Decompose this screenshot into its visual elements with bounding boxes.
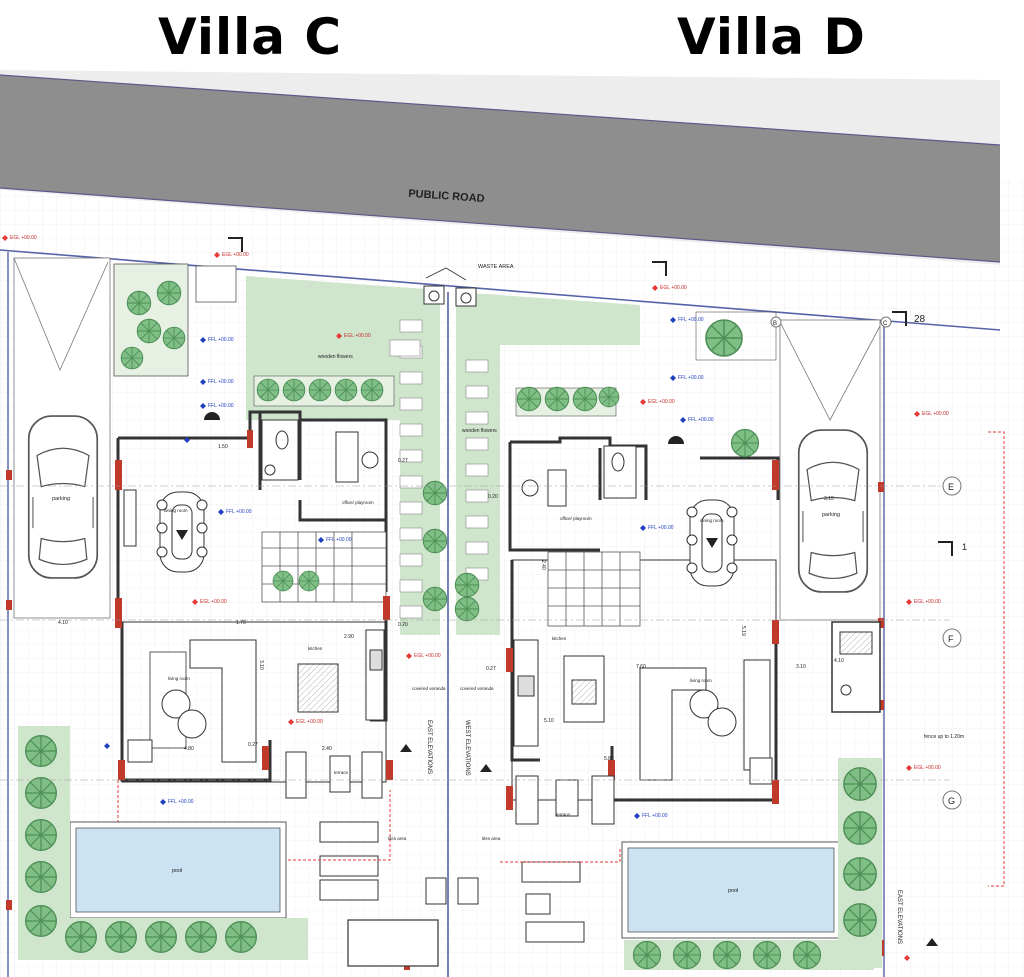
pool-d-label: pool bbox=[728, 888, 738, 894]
villa-d-terrace bbox=[515, 775, 615, 943]
svg-text:FFL +00.00: FFL +00.00 bbox=[208, 379, 234, 385]
svg-text:FFL +00.00: FFL +00.00 bbox=[168, 799, 194, 805]
dim-9: 7.60 bbox=[636, 664, 646, 670]
grid-marker-b: B bbox=[773, 321, 777, 327]
svg-text:EGL +00.00: EGL +00.00 bbox=[660, 285, 687, 291]
svg-text:FFL +00.00: FFL +00.00 bbox=[678, 375, 704, 381]
tiles-d-label: tiles area bbox=[482, 836, 501, 841]
villa-c-title: Villa C bbox=[158, 8, 343, 66]
section-marker-28: 28 bbox=[914, 314, 926, 325]
svg-text:FFL +00.00: FFL +00.00 bbox=[208, 337, 234, 343]
dim-8: 5.80 bbox=[604, 756, 614, 762]
grid-lines bbox=[0, 485, 950, 781]
dim-2: 1.70 bbox=[236, 620, 246, 626]
trees-row-c bbox=[256, 378, 384, 402]
dim-15: 5.10 bbox=[544, 718, 554, 724]
grid-marker-f-label: F bbox=[948, 634, 954, 644]
villa-d-interior bbox=[513, 445, 773, 785]
grid-marker-g bbox=[942, 790, 962, 810]
tiles-c-label: tiles area bbox=[388, 836, 407, 841]
svg-text:EGL +00.00: EGL +00.00 bbox=[914, 765, 941, 771]
dim-19: 1.50 bbox=[218, 444, 228, 450]
dim-4: 3.10 bbox=[258, 660, 264, 670]
dim-10: 3.10 bbox=[796, 664, 806, 670]
property-boundary bbox=[0, 249, 1001, 331]
svg-text:EGL +00.00: EGL +00.00 bbox=[922, 411, 949, 417]
west-elevation-d-label: WEST ELEVATIONS bbox=[464, 720, 470, 776]
wooden-flowers-d-label: wooden flowers bbox=[462, 428, 497, 434]
svg-text:EGL +00.00: EGL +00.00 bbox=[200, 599, 227, 605]
road-label: PUBLIC ROAD bbox=[408, 188, 485, 205]
svg-text:EGL +00.00: EGL +00.00 bbox=[10, 235, 37, 241]
waste-area bbox=[423, 267, 477, 307]
garden-c bbox=[246, 276, 440, 635]
svg-text:FFL +00.00: FFL +00.00 bbox=[648, 525, 674, 531]
east-elevation-right-label: EAST ELEVATIONS bbox=[896, 890, 902, 944]
svg-text:EGL +00.00: EGL +00.00 bbox=[222, 252, 249, 258]
car-d-icon bbox=[797, 429, 869, 593]
dim-13: 0.20 bbox=[398, 622, 408, 628]
east-elevation-c-label: EAST ELEVATIONS bbox=[426, 720, 432, 774]
svg-text:EGL +00.00: EGL +00.00 bbox=[648, 399, 675, 405]
dim-7: 2.40 bbox=[322, 746, 332, 752]
villa-c-interior bbox=[123, 419, 387, 763]
svg-text:FFL +00.00: FFL +00.00 bbox=[642, 813, 668, 819]
living-d-label: living room bbox=[690, 678, 712, 683]
parking-d-label: parking bbox=[822, 512, 840, 518]
grid-marker-c: C bbox=[883, 321, 888, 327]
level-markers-blue: FFL +00.00 FFL +00.00 FFL +00.00 FFL +00… bbox=[104, 317, 714, 819]
dim-1: 4.10 bbox=[58, 620, 68, 626]
svg-text:FFL +00.00: FFL +00.00 bbox=[688, 417, 714, 423]
pool-c-label: pool bbox=[172, 868, 182, 874]
pool-c bbox=[75, 827, 281, 913]
grid-marker-g-label: G bbox=[948, 796, 955, 806]
villa-d-title: Villa D bbox=[677, 8, 866, 66]
parking-c-label: parking bbox=[52, 496, 70, 502]
svg-text:EGL +00.00: EGL +00.00 bbox=[414, 653, 441, 659]
svg-text:FFL +00.00: FFL +00.00 bbox=[326, 537, 352, 543]
dim-16: 2.40 bbox=[540, 560, 546, 570]
dim-3: 2.90 bbox=[344, 634, 354, 640]
covered-d-label: covered veranda bbox=[460, 686, 494, 691]
wooden-flowers-c-label: wooden flowers bbox=[318, 354, 353, 360]
dim-11: 5.19 bbox=[740, 626, 746, 636]
kitchen-c-label: kitchen bbox=[308, 646, 323, 651]
svg-text:FFL +00.00: FFL +00.00 bbox=[678, 317, 704, 323]
svg-text:EGL +00.00: EGL +00.00 bbox=[914, 599, 941, 605]
public-road bbox=[0, 75, 1000, 262]
grid-marker-f bbox=[942, 628, 962, 648]
living-c-label: living room bbox=[168, 676, 190, 681]
terrace-d-label: terrace bbox=[556, 812, 571, 817]
grid-marker-e bbox=[942, 476, 962, 496]
dim-17: 0.20 bbox=[488, 494, 498, 500]
svg-text:EGL +00.00: EGL +00.00 bbox=[296, 719, 323, 725]
dim-20: 0.27 bbox=[248, 742, 258, 748]
dim-5: 4.80 bbox=[184, 746, 194, 752]
dining-d-label: dining room bbox=[700, 518, 724, 523]
office-c-label: office/ playroom bbox=[342, 500, 374, 505]
svg-text:EGL +00.00: EGL +00.00 bbox=[344, 333, 371, 339]
dim-6: 0.27 bbox=[398, 458, 408, 464]
covered-c-label: covered veranda bbox=[412, 686, 446, 691]
office-d-label: office/ playroom bbox=[560, 516, 592, 521]
dining-c-label: dining room bbox=[164, 508, 188, 513]
dim-12: 4.10 bbox=[834, 658, 844, 664]
svg-text:FFL +00.00: FFL +00.00 bbox=[208, 403, 234, 409]
terrace-c-label: terrace bbox=[334, 770, 349, 775]
fence-label: fence up to 1.20m bbox=[924, 734, 964, 740]
villa-c-terrace bbox=[285, 751, 383, 901]
waste-area-label: WASTE AREA bbox=[478, 264, 514, 270]
level-markers-red: EGL +00.00 EGL +00.00 EGL +00.00 EGL +00… bbox=[2, 235, 949, 961]
kitchen-d-label: kitchen bbox=[552, 636, 567, 641]
section-marker-1: 1 bbox=[962, 542, 967, 552]
dim-18: 3.15 bbox=[824, 496, 834, 502]
pool-d bbox=[627, 847, 835, 933]
dim-14: 0.27 bbox=[486, 666, 496, 672]
svg-text:FFL +00.00: FFL +00.00 bbox=[226, 509, 252, 515]
stepping-stones bbox=[389, 319, 489, 619]
grid-marker-e-label: E bbox=[948, 482, 954, 492]
dimensions: 4.10 1.70 2.90 3.10 4.80 0.27 2.40 5.80 … bbox=[58, 444, 844, 762]
